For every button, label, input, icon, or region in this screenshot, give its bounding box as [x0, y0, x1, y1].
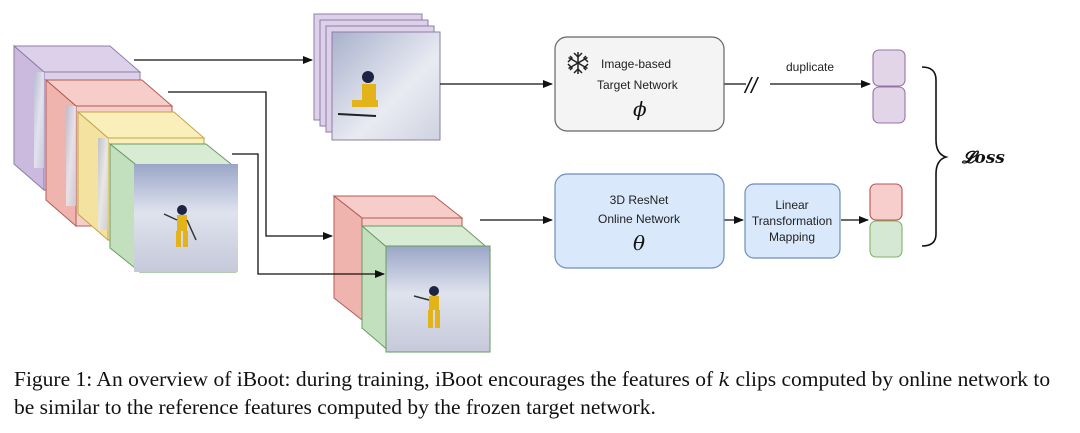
online-feature-red — [869, 183, 903, 221]
arrow-green-clip-to-online — [232, 153, 385, 278]
target-network-line2: Target Network — [597, 78, 679, 92]
target-network-box: Image-based Target Network ϕ — [554, 36, 725, 132]
theta-symbol: θ — [633, 231, 645, 255]
online-feature-green — [869, 220, 903, 258]
snowflake-icon — [567, 52, 589, 74]
iboot-overview-diagram: // duplicate Image-based Target Network … — [12, 13, 1005, 354]
linear-mapping-line3: Mapping — [769, 230, 815, 244]
linear-mapping-box: Linear Transformation Mapping — [744, 183, 841, 259]
loss-brace — [921, 66, 949, 247]
stop-gradient-mark: // — [743, 73, 759, 98]
loss-label: 𝓛oss — [961, 148, 1005, 168]
linear-mapping-line1: Linear — [775, 198, 808, 212]
target-frames-stack — [313, 13, 441, 141]
target-feature-2 — [872, 86, 906, 124]
skier-figure — [337, 71, 378, 117]
caption-k-variable: k — [718, 369, 731, 391]
target-network-line1: Image-based — [601, 57, 671, 71]
figure-caption: Figure 1: An overview of iBoot: during t… — [14, 366, 1074, 421]
target-features — [872, 49, 906, 124]
connector-arrows — [134, 56, 871, 278]
caption-part2: clips computed by online network to be s… — [14, 367, 1051, 419]
skier-figure — [413, 286, 440, 328]
arrow-red-clip-to-online — [168, 91, 333, 240]
input-clip-green — [108, 142, 238, 274]
online-network-line2: Online Network — [598, 212, 681, 226]
linear-mapping-line2: Transformation — [752, 214, 832, 228]
online-network-box: 3D ResNet Online Network θ — [554, 173, 725, 269]
online-clip-green — [360, 224, 492, 354]
caption-part1: Figure 1: An overview of iBoot: during t… — [14, 367, 719, 391]
skier-figure — [163, 205, 197, 247]
duplicate-label: duplicate — [786, 60, 834, 74]
target-feature-1 — [872, 49, 906, 87]
online-features — [869, 183, 903, 258]
phi-symbol: ϕ — [633, 97, 647, 121]
online-network-line1: 3D ResNet — [610, 193, 669, 207]
